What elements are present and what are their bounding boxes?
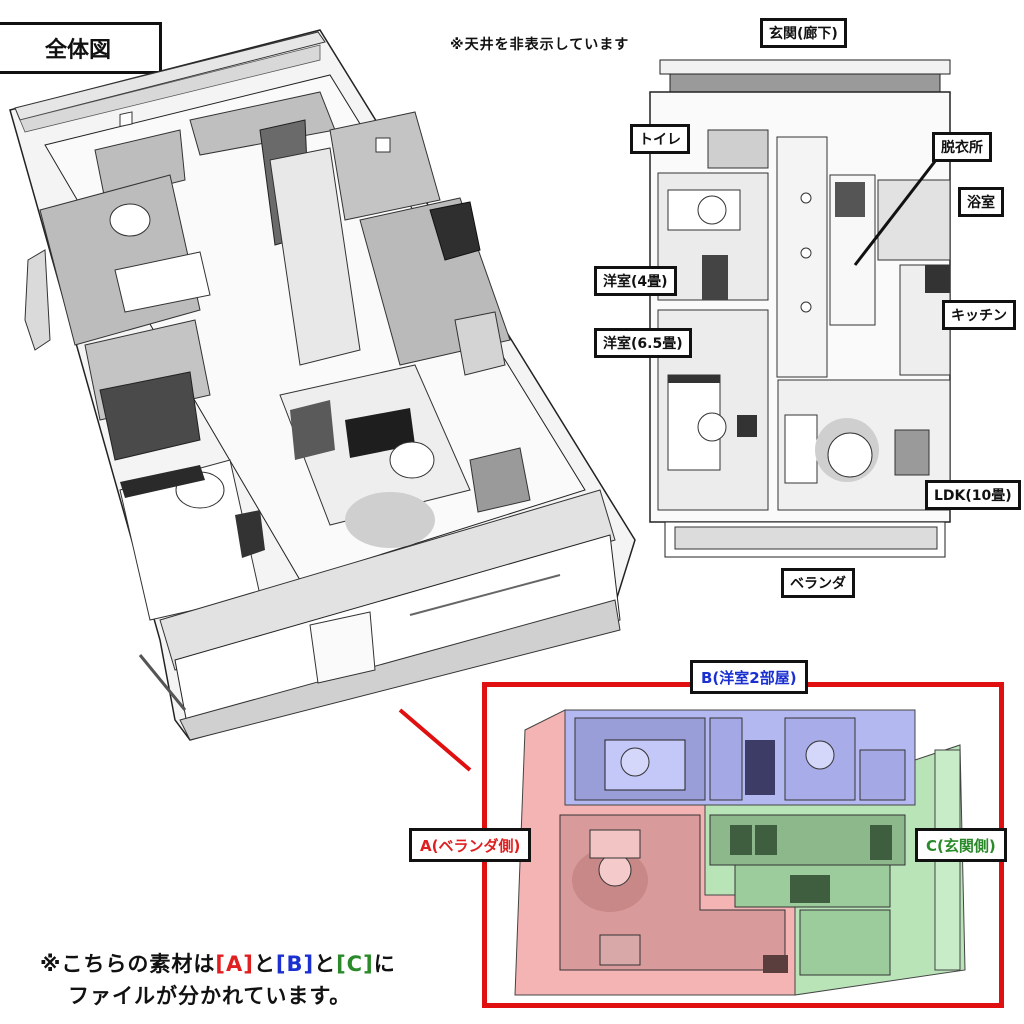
label-ldk: LDK(10畳) (925, 480, 1021, 510)
label-bathroom-text: 浴室 (967, 195, 995, 211)
note-sep2: と (314, 952, 337, 976)
ceiling-hidden-note: ※天井を非表示しています (450, 37, 630, 53)
label-western-room-4-text: 洋室(4畳) (603, 274, 668, 290)
floorplan-top-view (640, 55, 970, 565)
label-veranda: ベランダ (781, 568, 855, 598)
note-suffix: に (373, 952, 396, 976)
label-ldk-text: LDK(10畳) (934, 488, 1012, 504)
label-group-b: B(洋室2部屋) (690, 660, 808, 694)
note-tag-c: [C] (336, 952, 374, 976)
label-bathroom: 浴室 (958, 187, 1004, 217)
label-dressing-room-text: 脱衣所 (941, 140, 983, 156)
label-dressing-room: 脱衣所 (932, 132, 992, 162)
label-kitchen: キッチン (942, 300, 1016, 330)
label-toilet-text: トイレ (639, 132, 681, 148)
label-group-c: C(玄関側) (915, 828, 1007, 862)
label-western-room-6-5: 洋室(6.5畳) (594, 328, 692, 358)
label-veranda-text: ベランダ (790, 576, 846, 592)
note-sep1: と (253, 952, 276, 976)
label-toilet: トイレ (630, 124, 690, 154)
overview-3d-render (0, 20, 640, 760)
label-group-a-text: A(ベランダ側) (420, 836, 521, 855)
label-entrance-text: 玄関(廊下) (769, 26, 838, 42)
label-kitchen-text: キッチン (951, 308, 1007, 324)
label-group-a: A(ベランダ側) (409, 828, 532, 862)
note-prefix: ※こちらの素材は (40, 952, 216, 976)
label-entrance: 玄関(廊下) (760, 18, 847, 48)
label-western-room-6-5-text: 洋室(6.5畳) (603, 336, 683, 352)
note-tag-b: [B] (275, 952, 315, 976)
label-group-b-text: B(洋室2部屋) (701, 668, 797, 687)
label-group-c-text: C(玄関側) (926, 836, 996, 855)
page-title: 全体図 (0, 22, 162, 74)
label-western-room-4: 洋室(4畳) (594, 266, 677, 296)
note-line2: ファイルが分かれています。 (68, 984, 352, 1008)
note-tag-a: [A] (215, 952, 254, 976)
page-title-text: 全体図 (44, 38, 111, 63)
file-split-note: ※こちらの素材は[A]と[B]と[C]に ファイルが分かれています。 (40, 948, 396, 1012)
split-diagram-render (505, 700, 975, 1000)
